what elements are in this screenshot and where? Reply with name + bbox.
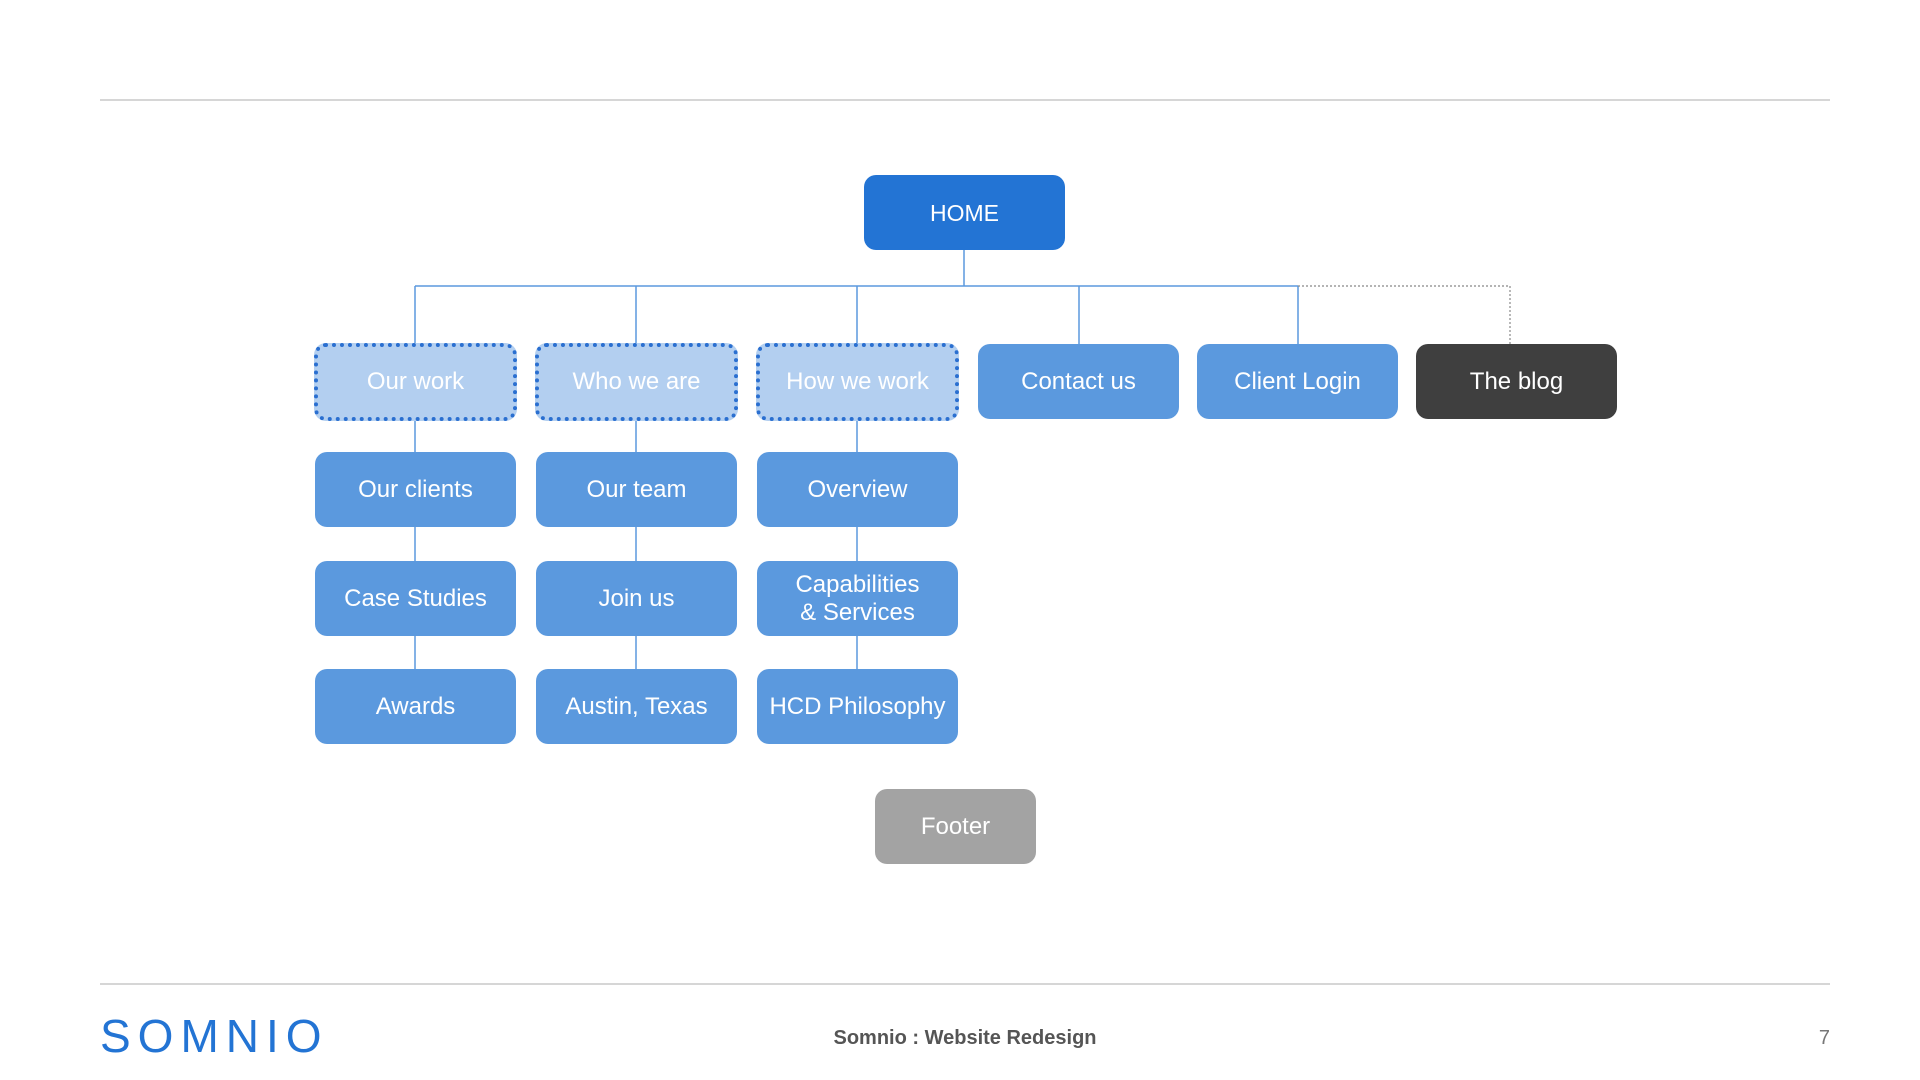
client-login-node[interactable]: Client Login [1197,344,1398,419]
join-us-node[interactable]: Join us [536,561,737,636]
case-studies-node[interactable]: Case Studies [315,561,516,636]
our-work-node[interactable]: Our work [314,343,517,421]
deck-title: Somnio : Website Redesign [833,1027,1097,1049]
awards-node[interactable]: Awards [315,669,516,744]
bottom-divider [100,983,1830,985]
home-node[interactable]: HOME [864,175,1065,250]
who-we-are-node[interactable]: Who we are [535,343,738,421]
austin-texas-node[interactable]: Austin, Texas [536,669,737,744]
our-clients-node[interactable]: Our clients [315,452,516,527]
contact-us-node[interactable]: Contact us [978,344,1179,419]
somnio-logo: SOMNIO [100,1010,329,1062]
overview-node[interactable]: Overview [757,452,958,527]
footer-node[interactable]: Footer [875,789,1036,864]
hcd-philosophy-node[interactable]: HCD Philosophy [757,669,958,744]
our-team-node[interactable]: Our team [536,452,737,527]
top-divider [100,99,1830,101]
capabilities-services-node[interactable]: Capabilities & Services [757,561,958,636]
page-number: 7 [1818,1027,1830,1049]
the-blog-node[interactable]: The blog [1416,344,1617,419]
how-we-work-node[interactable]: How we work [756,343,959,421]
